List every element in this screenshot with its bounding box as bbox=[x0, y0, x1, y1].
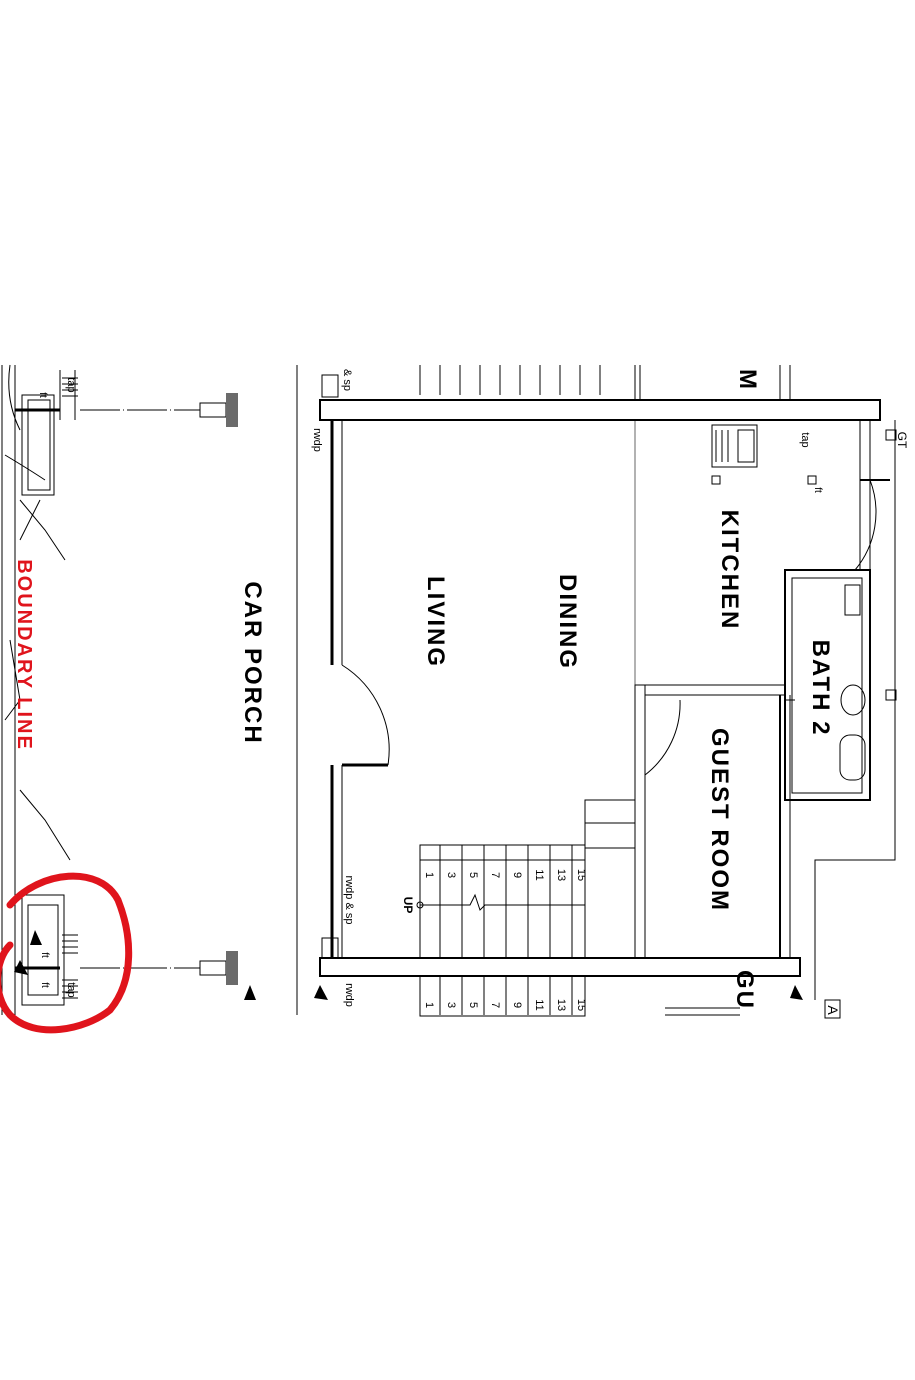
up-label: UP bbox=[401, 897, 415, 914]
gt-label: GT bbox=[895, 432, 909, 449]
stair-number-bottom-11: 11 bbox=[533, 999, 545, 1010]
bath-2-label: BATH 2 bbox=[807, 640, 834, 737]
sp-partial-label: & sp bbox=[341, 369, 353, 391]
stair-number-bottom-5: 5 bbox=[467, 1002, 479, 1008]
stair-number-top-3: 3 bbox=[445, 872, 457, 878]
car-porch-label: CAR PORCH bbox=[239, 581, 266, 744]
rwdp-label-bottom: rwdp bbox=[343, 983, 355, 1007]
fixtures bbox=[711, 424, 897, 781]
guest-room-label: GUEST ROOM bbox=[706, 728, 733, 912]
ft-label-bottom-1: ft bbox=[39, 952, 50, 958]
stair-number-top-13: 13 bbox=[555, 869, 567, 881]
stair-number-bottom-7: 7 bbox=[489, 1002, 501, 1008]
ft-label-bottom-2: ft bbox=[39, 982, 50, 988]
living-label: LIVING bbox=[422, 576, 449, 668]
boundary-line-label: BOUNDARY LINE bbox=[13, 559, 35, 751]
staircase bbox=[416, 844, 586, 1017]
stair-number-top-7: 7 bbox=[489, 872, 501, 878]
gu-partial-label: GU bbox=[731, 970, 758, 1010]
m-partial-label: M bbox=[734, 369, 761, 391]
house-walls bbox=[296, 365, 896, 1015]
stair-number-bottom-13: 13 bbox=[555, 999, 567, 1011]
highlight-circle bbox=[0, 872, 133, 1034]
rwdp-sp-label: rwdp & sp bbox=[343, 876, 355, 925]
ft-label-top: ft bbox=[37, 392, 48, 398]
a-partial-label: A bbox=[825, 1005, 841, 1015]
stair-number-top-9: 9 bbox=[511, 872, 523, 878]
rwdp-label-top: rwdp bbox=[311, 428, 323, 452]
stair-number-top-5: 5 bbox=[467, 872, 479, 878]
stair-number-top-15: 15 bbox=[575, 869, 587, 881]
gate-lines bbox=[80, 393, 238, 985]
ft-label-kitchen: ft bbox=[812, 487, 823, 493]
tap-label-bottom: tap bbox=[65, 982, 77, 997]
dining-label: DINING bbox=[554, 574, 581, 670]
stair-number-top-11: 11 bbox=[533, 869, 545, 880]
stair-number-bottom-15: 15 bbox=[575, 999, 587, 1011]
partial-right-rooms bbox=[665, 365, 841, 1019]
stair-number-bottom-3: 3 bbox=[445, 1002, 457, 1008]
arrow-markers bbox=[14, 930, 803, 1000]
kitchen-label: KITCHEN bbox=[716, 510, 743, 631]
stair-number-bottom-1: 1 bbox=[423, 1002, 435, 1008]
tap-label-top: tap bbox=[65, 377, 77, 392]
stair-number-bottom-9: 9 bbox=[511, 1002, 523, 1008]
tap-label-kitchen: tap bbox=[799, 432, 811, 447]
stair-number-top-1: 1 bbox=[423, 872, 435, 878]
boundary-strip bbox=[1, 364, 78, 1015]
